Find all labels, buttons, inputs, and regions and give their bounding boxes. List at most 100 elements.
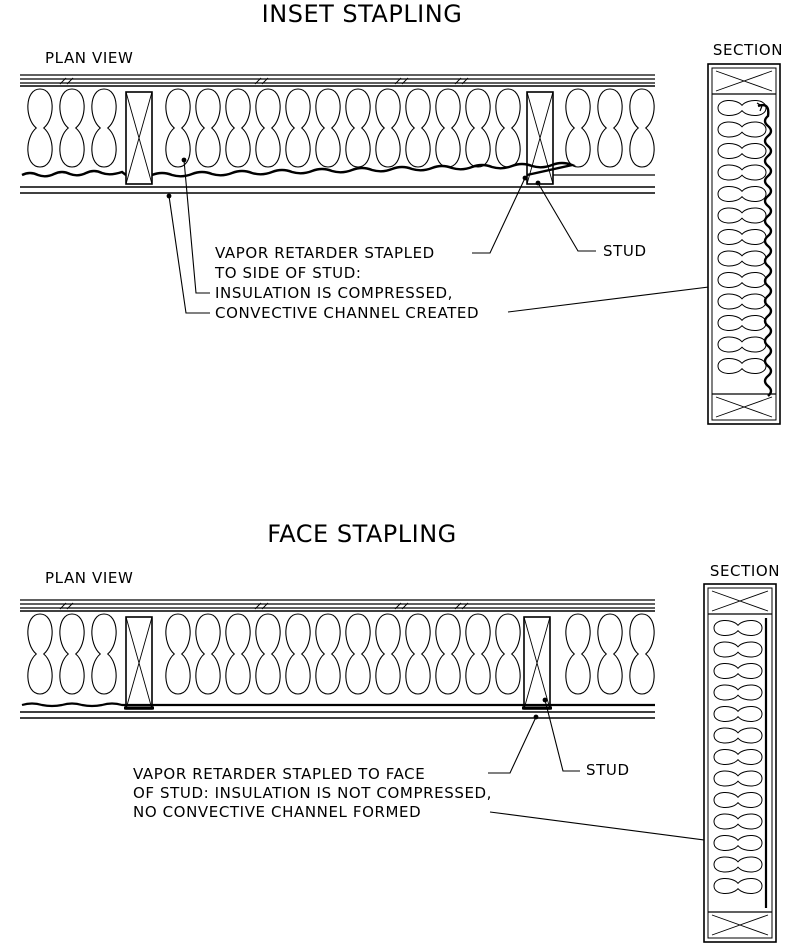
insulation-row (713, 727, 763, 744)
bottom-plate-cross (711, 914, 769, 936)
insulation-lobe (165, 88, 191, 168)
sheathing-hatch (454, 602, 469, 610)
insulation-lobe (465, 88, 491, 168)
stud-cross (125, 91, 153, 185)
insulation-row (713, 663, 763, 679)
insulation-lobe (495, 88, 521, 168)
vapor-retarder (151, 161, 577, 178)
bottom-section-view-wall (703, 583, 777, 943)
insulation-lobe (435, 613, 461, 695)
insulation-lobe (195, 613, 221, 695)
top-leader-insulation-compressed (183, 159, 210, 294)
stud-cross (125, 616, 153, 710)
insulation-lobe (315, 613, 341, 695)
section-frame (703, 583, 777, 943)
top-leader-vapor-retarder (472, 177, 526, 254)
insulation-row (717, 164, 767, 181)
insulation-lobe (59, 88, 85, 168)
insulation-lobe (495, 613, 521, 695)
face-stapling-title: FACE STAPLING (267, 520, 457, 548)
insulation-lobe (91, 88, 117, 168)
top-callout-line-4: CONVECTIVE CHANNEL CREATED (215, 304, 479, 322)
insulation-lobe (375, 613, 401, 695)
bottom-callout-line-1: VAPOR RETARDER STAPLED TO FACE (133, 765, 425, 783)
section-inner-frame (707, 587, 773, 939)
bottom-leader-vapor-retarder (488, 716, 537, 774)
insulation-row (717, 358, 767, 374)
air-flow-arrow (756, 102, 763, 112)
vapor-retarder-wavy (757, 103, 773, 397)
insulation-row (717, 207, 767, 224)
insulation-row (717, 143, 767, 159)
bottom-callout-line-3: NO CONVECTIVE CHANNEL FORMED (133, 803, 421, 821)
vapor-retarder (21, 169, 127, 178)
insulation-row (713, 835, 763, 851)
insulation-row (713, 706, 763, 722)
bottom-callout-line-2: OF STUD: INSULATION IS NOT COMPRESSED, (133, 784, 492, 802)
top-plate-cross (715, 70, 773, 92)
top-callout-line-1: VAPOR RETARDER STAPLED (215, 244, 435, 262)
insulation-lobe (565, 88, 591, 168)
insulation-row (713, 856, 763, 873)
insulation-row (713, 620, 763, 636)
section-inner-frame (711, 67, 777, 421)
insulation-row (713, 813, 763, 830)
top-callout-line-3: INSULATION IS COMPRESSED, (215, 284, 453, 302)
insulation-lobe (285, 613, 311, 695)
insulation-lobe (405, 613, 431, 695)
top-section-label: SECTION (713, 41, 783, 59)
insulation-row (713, 792, 763, 808)
insulation-lobe (465, 613, 491, 695)
bottom-plan-view-label: PLAN VIEW (45, 569, 133, 587)
insulation-lobe (59, 613, 85, 695)
top-stud-label: STUD (603, 242, 647, 260)
insulation-lobe (195, 88, 221, 168)
inset-stapling-title: INSET STAPLING (262, 0, 463, 28)
insulation-lobe (597, 613, 623, 695)
insulation-lobe (27, 613, 53, 695)
bottom-stud-label: STUD (586, 761, 630, 779)
sheathing-hatch (254, 77, 269, 85)
bottom-leader-stud (544, 699, 580, 772)
insulation-lobe (375, 88, 401, 168)
insulation-row (713, 878, 763, 894)
top-leader-stud (537, 182, 596, 252)
sheathing-hatch (454, 77, 469, 85)
insulation-row (713, 684, 763, 701)
insulation-lobe (565, 613, 591, 695)
insulation-lobe (315, 88, 341, 168)
sheathing-hatch (59, 77, 74, 85)
stud-cross (523, 616, 551, 710)
top-plan-view-wall (20, 74, 655, 194)
sheathing-hatch (394, 602, 409, 610)
insulation-row (713, 749, 763, 765)
insulation-lobe (91, 613, 117, 695)
insulation-lobe (345, 613, 371, 695)
vapor-retarder (21, 702, 655, 708)
top-section-view-wall (707, 63, 781, 425)
sheathing-hatch (254, 602, 269, 610)
insulation-lobe (597, 88, 623, 168)
insulation-lobe (225, 88, 251, 168)
top-plan-view-label: PLAN VIEW (45, 49, 133, 67)
insulation-lobe (255, 88, 281, 168)
top-plate-cross (711, 590, 769, 612)
insulation-lobe (629, 88, 655, 168)
insulation-lobe (255, 613, 281, 695)
sheathing-hatch (59, 602, 74, 610)
sheathing-hatch (394, 77, 409, 85)
stud-cross (526, 91, 554, 185)
insulation-row (717, 121, 767, 138)
insulation-lobe (629, 613, 655, 695)
insulation-lobe (225, 613, 251, 695)
insulation-row (717, 186, 767, 202)
insulation-row (713, 641, 763, 658)
insulation-lobe (165, 613, 191, 695)
bottom-section-label: SECTION (710, 562, 780, 580)
top-leader-convective-channel (168, 195, 210, 314)
insulation-lobe (27, 88, 53, 168)
insulation-row (717, 100, 767, 116)
insulation-lobe (285, 88, 311, 168)
bottom-plan-view-wall (20, 599, 655, 719)
